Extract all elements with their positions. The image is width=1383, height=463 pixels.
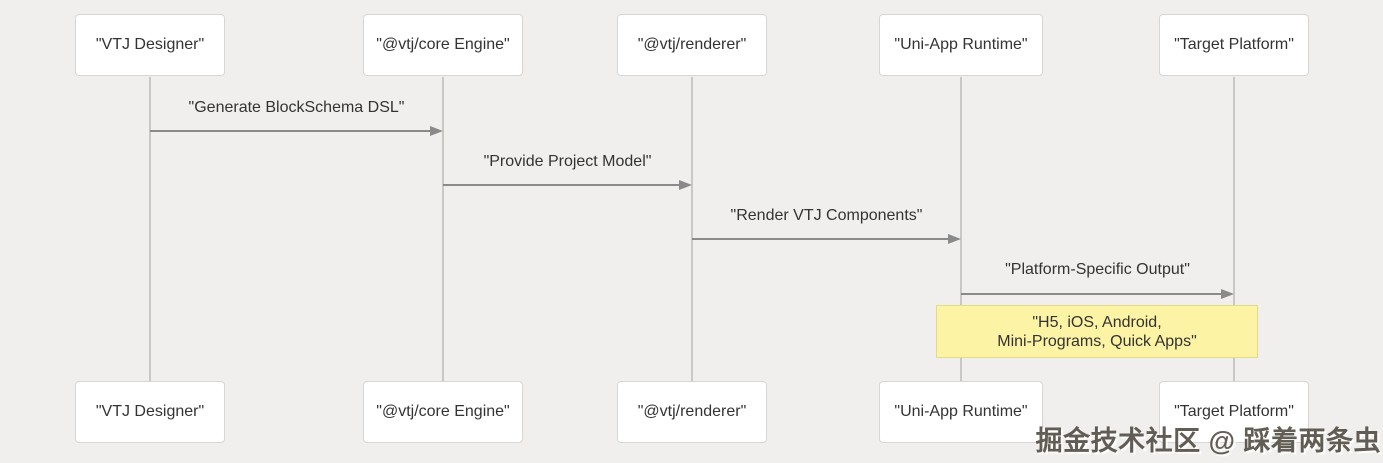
message-label-generate-blockschema-dsl: "Generate BlockSchema DSL" — [188, 99, 405, 116]
message-arrow-render-vtj-components — [692, 238, 948, 240]
watermark: 掘金技术社区 @ 踩着两条虫 — [1035, 426, 1381, 456]
arrowhead-icon — [679, 180, 692, 190]
actor-box-vtj-core-engine-bottom: "@vtj/core Engine" — [363, 381, 523, 443]
actor-box-vtj-renderer-top: "@vtj/renderer" — [617, 14, 767, 76]
lifeline-target-platform — [1233, 77, 1235, 381]
note-line-2: Mini-Programs, Quick Apps" — [997, 332, 1197, 350]
actor-box-vtj-designer-bottom: "VTJ Designer" — [75, 381, 225, 443]
actor-box-vtj-designer-top: "VTJ Designer" — [75, 14, 225, 76]
lifeline-uni-app-runtime — [960, 77, 962, 381]
note-platform-list: "H5, iOS, Android, Mini-Programs, Quick … — [936, 305, 1258, 358]
lifeline-vtj-designer — [149, 77, 151, 381]
lifeline-vtj-renderer — [691, 77, 693, 381]
actor-box-uni-app-runtime-bottom: "Uni-App Runtime" — [879, 381, 1043, 443]
actor-box-vtj-renderer-bottom: "@vtj/renderer" — [617, 381, 767, 443]
arrowhead-icon — [1221, 289, 1234, 299]
message-arrow-platform-specific-output — [961, 293, 1221, 295]
lifeline-vtj-core-engine — [442, 77, 444, 381]
arrowhead-icon — [430, 126, 443, 136]
message-arrow-generate-blockschema-dsl — [150, 130, 431, 132]
actor-box-target-platform-bottom: "Target Platform" — [1159, 381, 1309, 443]
arrowhead-icon — [948, 234, 961, 244]
actor-box-target-platform-top: "Target Platform" — [1159, 14, 1309, 76]
message-arrow-provide-project-model — [443, 184, 679, 186]
message-label-platform-specific-output: "Platform-Specific Output" — [1005, 261, 1190, 278]
message-label-provide-project-model: "Provide Project Model" — [483, 153, 652, 170]
message-label-render-vtj-components: "Render VTJ Components" — [730, 207, 923, 224]
actor-box-uni-app-runtime-top: "Uni-App Runtime" — [879, 14, 1043, 76]
note-line-1: "H5, iOS, Android, — [1032, 313, 1162, 331]
actor-box-vtj-core-engine-top: "@vtj/core Engine" — [363, 14, 523, 76]
